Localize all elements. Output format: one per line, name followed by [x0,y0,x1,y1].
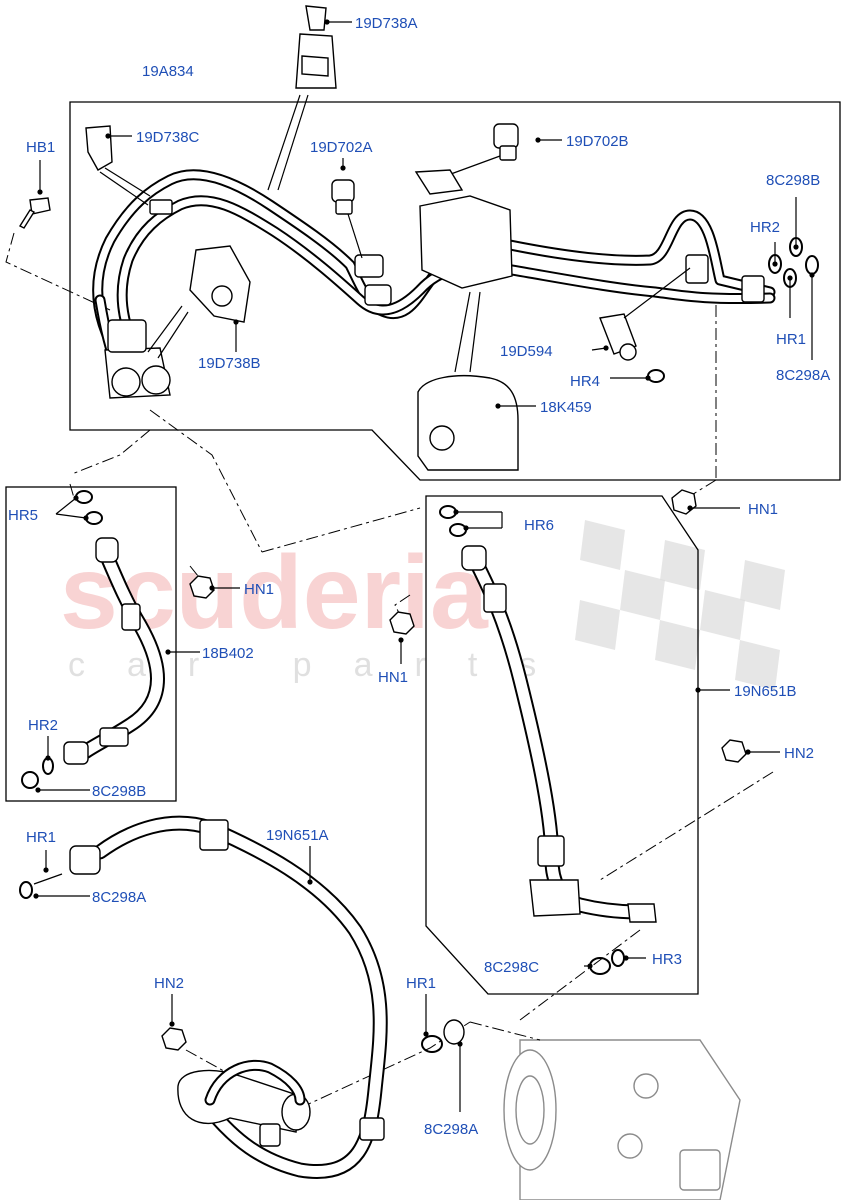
nut-hn2-right [721,739,780,763]
label-19d738c: 19D738C [136,129,200,146]
label-19d738b: 19D738B [198,355,261,372]
service-cap-19d702a [331,158,363,259]
label-hr3: HR3 [652,951,682,968]
service-cap-19d702b [439,123,562,179]
label-hn2-right: HN2 [784,745,814,762]
watermark: scuderia car parts [60,520,785,690]
hose-19n651b [461,545,730,923]
label-hr2-left: HR2 [28,717,58,734]
label-19d702a: 19D702A [310,139,373,156]
ac-compressor [503,1039,741,1200]
label-hr5: HR5 [8,507,38,524]
label-hn2-low: HN2 [154,975,184,992]
label-19n651a: 19N651A [266,827,329,844]
bottom-left-seals [19,850,90,899]
label-hr1-comp: HR1 [406,975,436,992]
label-19d702b: 19D702B [566,133,629,150]
callout-labels: 19D738A 19A834 HB1 19D738C 19D702A 19D70… [8,15,830,1138]
label-18b402: 18B402 [202,645,254,662]
muffler-18k459 [414,169,536,471]
top-assembly-frame [69,101,841,481]
left-seals [21,736,90,793]
o-ring-hr4 [610,369,665,383]
hose-19n651a [69,815,388,1179]
hose-18b402 [63,537,200,765]
nut-hn1-left [189,575,240,599]
label-hn1-mid: HN1 [378,669,408,686]
hr6-rings [439,505,503,537]
label-hb1: HB1 [26,139,55,156]
compressor-seals [584,949,646,975]
label-8c298a-top: 8C298A [776,367,830,384]
pipe-junction-fittings [104,199,765,399]
label-19a834: 19A834 [142,63,194,80]
label-19d738a: 19D738A [355,15,418,32]
nut-hn1-mid [389,611,415,664]
right-hose-frame [425,495,699,995]
bracket-19d738b [147,245,251,359]
alignment-lines [5,232,774,1109]
main-pipe-assembly [92,169,776,376]
checkered-flag-icon [575,520,785,690]
left-hose-frame [5,486,177,802]
nut-hn1-right [671,489,740,515]
nut-hn2-low [161,994,187,1051]
label-hn1-right: HN1 [748,501,778,518]
clip-19d738a [267,5,352,191]
label-8c298b-top: 8C298B [766,172,820,189]
label-hr1-low: HR1 [26,829,56,846]
bolt-hb1 [18,160,51,229]
label-8c298b-left: 8C298B [92,783,146,800]
compressor-low-seals [421,994,465,1112]
clip-19d738c [85,125,151,206]
label-8c298a-low: 8C298A [92,889,146,906]
label-8c298c: 8C298C [484,959,539,976]
label-19n651b: 19N651B [734,683,797,700]
pressure-sensor-19d594 [591,267,691,361]
label-hr1-top: HR1 [776,331,806,348]
label-hr2-top: HR2 [750,219,780,236]
label-18k459: 18K459 [540,399,592,416]
label-hr6: HR6 [524,517,554,534]
label-19d594: 19D594 [500,343,553,360]
top-right-seals [768,197,819,360]
label-hn1-left: HN1 [244,581,274,598]
label-8c298a-comp: 8C298A [424,1121,478,1138]
hr5-rings [55,490,103,525]
label-hr4: HR4 [570,373,600,390]
